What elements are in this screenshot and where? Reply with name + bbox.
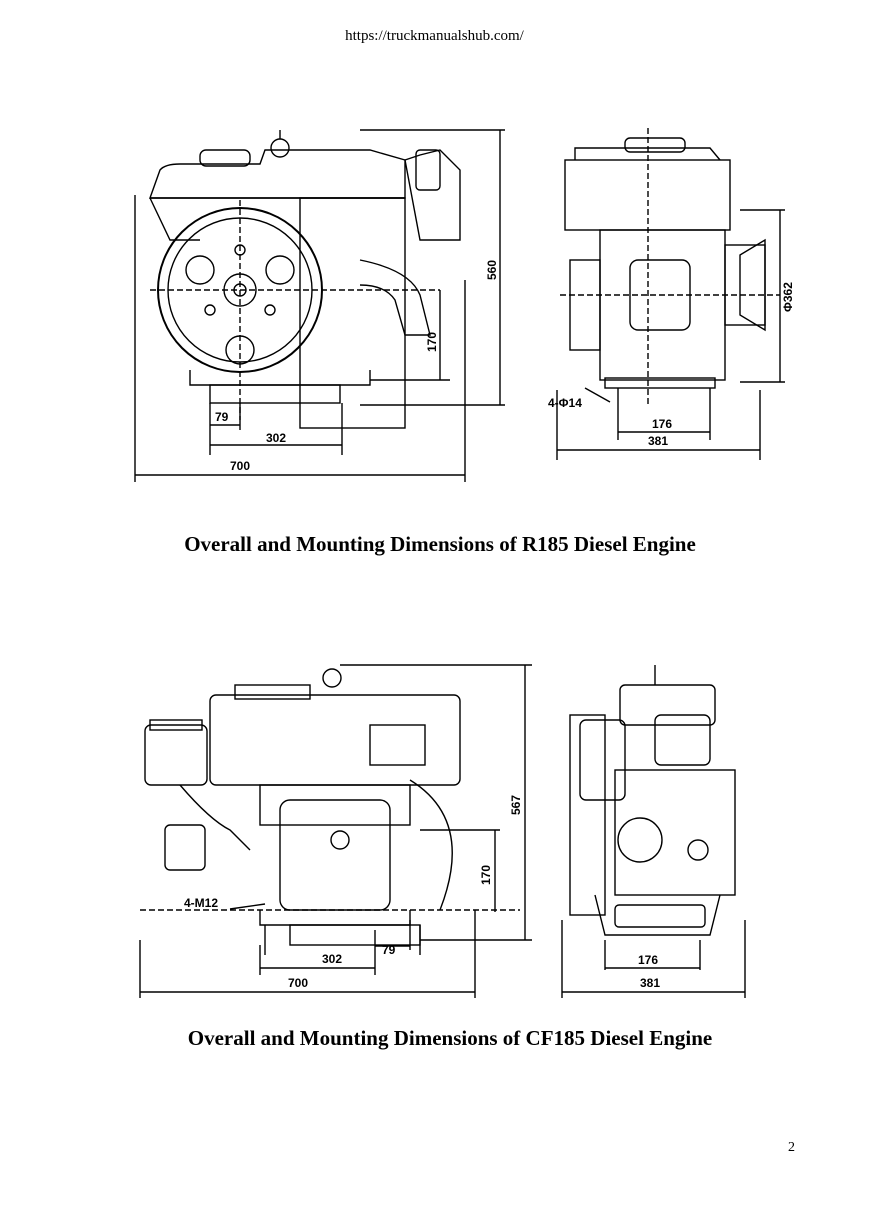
dim-width: 700: [230, 459, 250, 473]
dim-offset: 302: [266, 431, 286, 445]
dim-height: 560: [485, 260, 499, 280]
dim-front: 79: [215, 410, 229, 424]
r185-caption: Overall and Mounting Dimensions of R185 …: [184, 532, 696, 556]
dim-offset: 302: [322, 952, 342, 966]
dim-bolts: 4-M12: [184, 896, 218, 910]
dim-pulley: Φ362: [781, 282, 795, 312]
dim-shaft: 170: [425, 332, 439, 352]
header-url: https://truckmanualshub.com/: [345, 28, 524, 44]
cf185-drawing: 700 302 79 567 170 4-M12 176 381: [120, 650, 800, 1005]
page-number: 2: [788, 1140, 795, 1155]
dim-side-width: 381: [640, 976, 660, 990]
dim-base: 176: [652, 417, 672, 431]
cf185-caption: Overall and Mounting Dimensions of CF185…: [187, 1026, 713, 1050]
r185-drawing: 700 302 79 560 170 4-Φ14 176 381 Φ362: [120, 120, 800, 490]
dim-holes: 4-Φ14: [548, 396, 582, 410]
dim-base: 176: [638, 953, 658, 967]
dim-height: 567: [509, 795, 523, 815]
dim-width: 700: [288, 976, 308, 990]
dim-side-width: 381: [648, 434, 668, 448]
dim-shaft: 170: [479, 865, 493, 885]
dim-front: 79: [382, 943, 396, 957]
